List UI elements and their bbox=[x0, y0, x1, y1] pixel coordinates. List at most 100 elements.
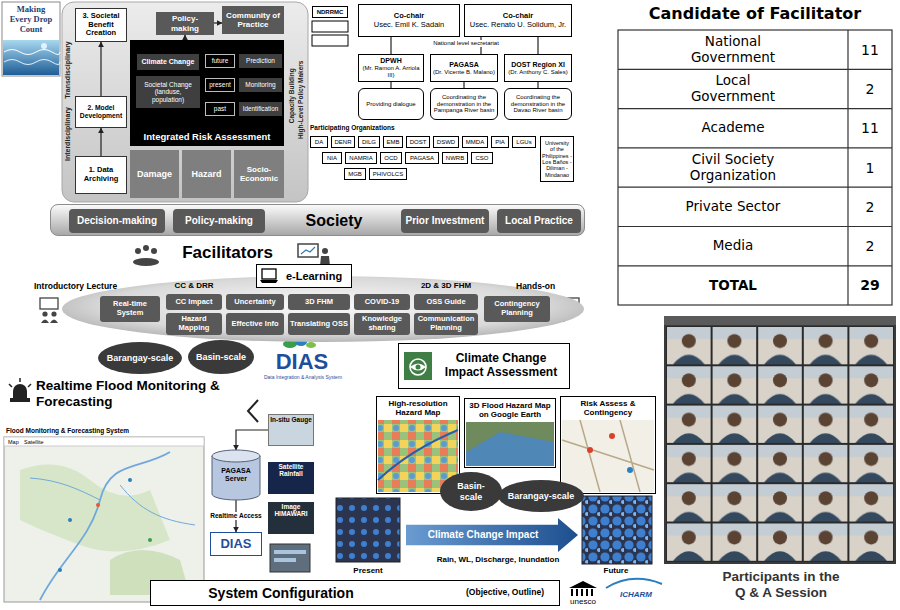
node-text: Monitoring bbox=[241, 81, 280, 88]
node-text: NDRRMC bbox=[314, 9, 346, 16]
head bbox=[151, 248, 157, 254]
table-rule bbox=[847, 30, 848, 305]
node-text: OCD bbox=[382, 155, 400, 162]
icharm-swoosh bbox=[606, 579, 662, 588]
node-text: Prediction bbox=[241, 57, 280, 64]
process-box: 3. Societal Benefit Creation bbox=[75, 8, 127, 42]
node-text: Image HIMAWARI bbox=[269, 503, 313, 518]
org-heading: Participating Organizations bbox=[310, 124, 430, 131]
node-text: past bbox=[208, 105, 232, 112]
node-text: Providing dialogue bbox=[361, 101, 421, 108]
map-frame bbox=[4, 437, 204, 602]
agency-box: OCD bbox=[380, 152, 402, 164]
impact-arrow: Climate Change Impact bbox=[406, 518, 578, 552]
node-text: NIA bbox=[324, 155, 340, 162]
wave bbox=[4, 50, 60, 55]
thumbnail-detail bbox=[274, 550, 306, 554]
section-heading: Realtime Flood Monitoring & Forecasting bbox=[36, 378, 220, 409]
book-cover-image bbox=[3, 40, 59, 75]
process-box: Hazard Mapping bbox=[166, 313, 222, 335]
node-text: Societal Change (landuse, population) bbox=[138, 81, 198, 103]
river bbox=[120, 485, 195, 525]
learning-oval: CC & DRR2D & 3D FHMe-LearningReal-time S… bbox=[62, 276, 584, 342]
node-text: Co-chair bbox=[361, 12, 457, 21]
connector bbox=[236, 430, 268, 450]
column bbox=[571, 589, 573, 596]
table-cell: National Government bbox=[673, 34, 793, 65]
elearning-box: e-Learning bbox=[256, 264, 352, 288]
axis-label: Capacity Building bbox=[287, 69, 294, 124]
board bbox=[40, 298, 58, 309]
node-text: DSWD bbox=[435, 139, 457, 146]
config-box: System Configuration(Objective, Outline) bbox=[150, 580, 560, 606]
river bbox=[40, 452, 170, 600]
node-text: Hazard bbox=[184, 169, 229, 179]
org-box: NDRRMC bbox=[312, 6, 348, 18]
table-cell: 11 bbox=[848, 120, 892, 136]
ray bbox=[9, 384, 12, 387]
process-box: Climate Change bbox=[137, 54, 199, 70]
dias-box: DIAS bbox=[210, 532, 262, 556]
table-cell: Local Government bbox=[673, 73, 793, 104]
node-text: DOST Region XI bbox=[507, 61, 569, 69]
node-text: Decision-making bbox=[71, 215, 163, 227]
agency-box: CSO bbox=[471, 152, 493, 164]
participant-photos bbox=[666, 326, 894, 562]
role-box: Coordinating the demonstration in the Da… bbox=[504, 88, 572, 120]
node-text: PAGASA Server bbox=[215, 467, 257, 483]
node-icon bbox=[260, 268, 278, 284]
node-text: PIA bbox=[493, 139, 507, 146]
node-text: MGB bbox=[346, 171, 364, 178]
chart-line bbox=[301, 247, 315, 254]
map-panel: 3D Flood Hazard Map on Google Earth bbox=[464, 398, 556, 468]
table-cell: 29 bbox=[848, 277, 892, 293]
node-text: DILG bbox=[360, 139, 378, 146]
process-box: CC Impact bbox=[166, 294, 222, 310]
table-grid bbox=[618, 30, 892, 305]
siren-base bbox=[10, 398, 30, 402]
graphic-part bbox=[410, 359, 426, 375]
node-text: Climate Change Impact bbox=[412, 529, 554, 541]
process-box: future bbox=[205, 54, 235, 68]
process-box: Policy-making bbox=[156, 12, 214, 35]
table-cell: TOTAL bbox=[673, 278, 793, 294]
presenter-icon bbox=[298, 244, 330, 266]
node-text: PAGASA bbox=[433, 61, 495, 69]
book-title: Making Every Drop Count bbox=[2, 2, 60, 40]
station bbox=[68, 518, 72, 522]
node-text: DIAS bbox=[213, 537, 259, 552]
node-text: PHIVOLCS bbox=[371, 171, 405, 178]
table-cell: 2 bbox=[848, 81, 892, 97]
node-text: Usec. Renato U. Solidum, Jr. bbox=[467, 21, 569, 30]
mode-label: Introductory Lecture bbox=[34, 282, 134, 292]
axis-label: High-Level Policy Makers bbox=[297, 61, 304, 139]
thumbnail bbox=[270, 544, 310, 572]
ray bbox=[28, 384, 31, 387]
arrow-shape bbox=[406, 518, 578, 552]
process-box: Socio-Economic bbox=[234, 150, 284, 198]
agency-box: PAGASA bbox=[405, 152, 439, 164]
process-box: Knowledge sharing bbox=[354, 313, 410, 335]
node-text: NAMRIA bbox=[347, 155, 375, 162]
node-text: (Dr. Anthony C. Sales) bbox=[507, 69, 569, 76]
agency-box: NAMRIA bbox=[345, 152, 377, 164]
node-text: 3D FHM bbox=[290, 298, 348, 307]
head bbox=[51, 311, 56, 316]
graphic-part bbox=[410, 364, 426, 371]
map-image bbox=[562, 420, 654, 492]
process-box: Effective Info bbox=[226, 313, 284, 335]
table-rule bbox=[618, 147, 892, 148]
board bbox=[298, 244, 318, 257]
org-box: Co-chairUsec. Emil K. Sadain bbox=[358, 4, 460, 37]
node-text: 3. Societal Benefit Creation bbox=[78, 12, 124, 38]
node-text: CSO bbox=[473, 155, 491, 162]
meeting-icon bbox=[133, 245, 159, 266]
society-band: SocietyDecision-makingPolicy-makingPrior… bbox=[50, 204, 585, 236]
chevron bbox=[248, 400, 258, 422]
node-text: Local Practice bbox=[499, 215, 579, 227]
node-text: Climate Change bbox=[139, 58, 197, 66]
oval-shape bbox=[440, 472, 502, 511]
station bbox=[96, 503, 100, 507]
node-text: MMDA bbox=[464, 139, 486, 146]
